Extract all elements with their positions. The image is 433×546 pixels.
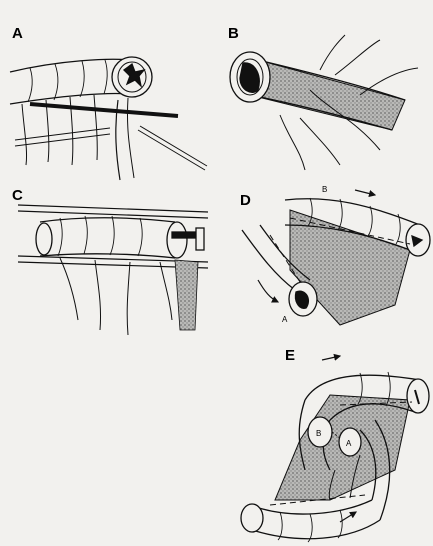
panel-a-drawing — [10, 57, 207, 180]
panel-a-letter: A — [12, 25, 23, 42]
panel-b-drawing — [230, 35, 418, 170]
panel-e-label-a: A — [346, 439, 352, 448]
panel-c-letter: C — [12, 187, 23, 204]
panel-d-letter: D — [240, 192, 251, 209]
panel-e-label-b: B — [316, 429, 321, 438]
panel-c-drawing — [18, 205, 208, 335]
panel-b-letter: B — [228, 25, 239, 42]
panel-d-drawing — [242, 190, 430, 325]
panel-d-label-a: A — [282, 315, 288, 324]
panel-e-letter: E — [285, 347, 295, 364]
panel-d-label-b: B — [322, 185, 327, 194]
panel-e-drawing — [241, 356, 429, 542]
